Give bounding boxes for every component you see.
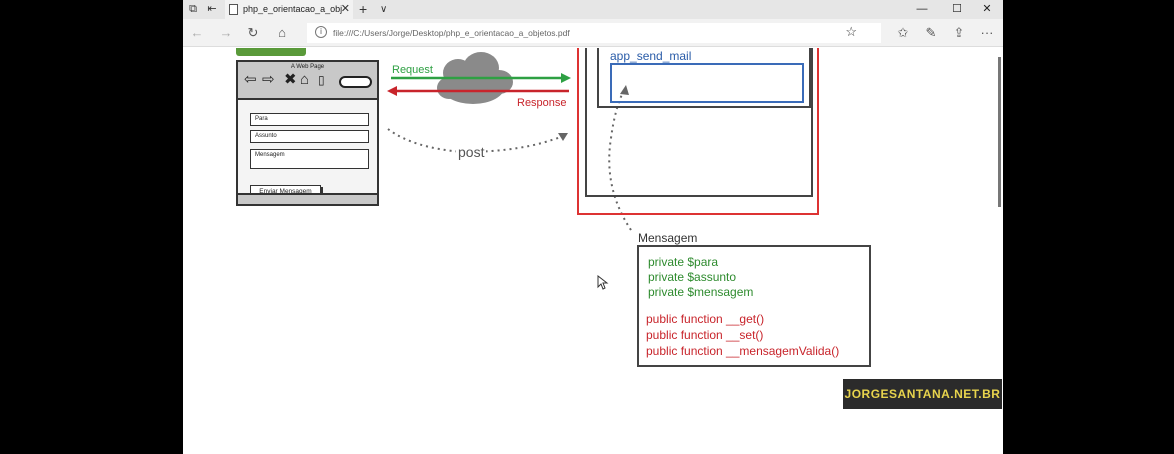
class-box-mensagem: private $para private $assunto private $… — [637, 245, 871, 367]
app-send-mail-box — [610, 63, 804, 103]
refresh-icon[interactable]: ↻ — [247, 25, 259, 40]
request-arrow — [391, 73, 571, 83]
post-label: post — [456, 144, 487, 160]
vertical-scrollbar[interactable] — [998, 57, 1001, 207]
tab-bar: ⧉ ⇤ php_e_orientacao_a_obj ✕ + ∨ — ☐ ✕ — [183, 0, 1003, 19]
diagram-svg — [387, 52, 632, 231]
request-label: Request — [392, 64, 433, 76]
address-bar[interactable]: i file:///C:/Users/Jorge/Desktop/php_e_o… — [307, 23, 881, 43]
watermark-badge: JORGESANTANA.NET.BR — [843, 379, 1002, 409]
mensagem-dotted-arrow — [608, 85, 632, 231]
app-container-box — [597, 48, 811, 108]
info-icon[interactable]: i — [315, 26, 327, 38]
pdf-content: A Web Page ⇦ ⇨ ✖ ⌂ ▯ Para Assunto Mensag… — [183, 48, 1003, 454]
forward-arrow-icon[interactable]: → — [219, 25, 233, 40]
new-tab-button[interactable]: + — [359, 1, 368, 17]
method-mensagem-valida: public function __mensagemValida() — [646, 344, 840, 358]
mock-field-assunto: Assunto — [250, 130, 369, 143]
mouse-cursor-icon — [597, 275, 609, 290]
back-arrow-icon[interactable]: ← — [190, 25, 204, 40]
server-outer-box — [577, 48, 819, 215]
mock-search-icon — [339, 76, 372, 88]
mock-field-para: Para — [250, 113, 369, 126]
tab-list-chevron-icon[interactable]: ∨ — [380, 4, 388, 15]
mock-back-arrow-icon: ⇦ — [244, 71, 257, 88]
set-aside-tabs-icon[interactable]: ⇤ — [207, 3, 217, 15]
mock-document-icon: ▯ — [318, 73, 325, 87]
tab-title: php_e_orientacao_a_obj — [243, 4, 343, 14]
mock-forward-arrow-icon: ⇨ — [262, 71, 275, 88]
attribute-assunto: private $assunto — [648, 270, 737, 284]
method-get: public function __get() — [646, 312, 765, 326]
url-text: file:///C:/Users/Jorge/Desktop/php_e_ori… — [333, 28, 570, 38]
navigation-bar: ← → ↻ ⌂ i file:///C:/Users/Jorge/Desktop… — [183, 19, 1003, 47]
maximize-button[interactable]: ☐ — [952, 3, 962, 15]
notes-pen-icon[interactable]: ✎ — [925, 25, 937, 40]
add-favorite-star-icon[interactable]: ☆ — [845, 24, 857, 39]
mock-stop-icon: ✖ — [284, 71, 297, 88]
mock-field-mensagem: Mensagem — [250, 149, 369, 169]
class-title: Mensagem — [638, 231, 698, 245]
attribute-para: private $para — [648, 255, 719, 269]
mock-status-bar — [238, 193, 377, 204]
method-set: public function __set() — [646, 328, 764, 342]
app-send-mail-label: app_send_mail — [610, 49, 692, 63]
tab-pdf[interactable]: php_e_orientacao_a_obj ✕ — [225, 0, 353, 19]
home-icon[interactable]: ⌂ — [278, 25, 286, 40]
close-window-button[interactable]: ✕ — [982, 3, 992, 15]
edge-browser-window: ⧉ ⇤ php_e_orientacao_a_obj ✕ + ∨ — ☐ ✕ ←… — [183, 0, 1003, 454]
tab-close-icon[interactable]: ✕ — [340, 3, 350, 15]
attribute-mensagem: private $mensagem — [648, 285, 754, 299]
server-inner-box — [585, 48, 813, 197]
response-arrow — [387, 86, 569, 96]
share-icon[interactable]: ⇪ — [953, 25, 965, 40]
more-menu-icon[interactable]: ··· — [980, 25, 994, 40]
mock-browser-toolbar: A Web Page ⇦ ⇨ ✖ ⌂ ▯ — [238, 62, 377, 100]
mock-home-icon: ⌂ — [300, 71, 310, 88]
response-label: Response — [517, 97, 567, 109]
green-tab-shape — [236, 48, 306, 56]
minimize-button[interactable]: — — [916, 3, 928, 15]
mock-web-page: A Web Page ⇦ ⇨ ✖ ⌂ ▯ Para Assunto Mensag… — [236, 60, 379, 206]
mock-page-title: A Web Page — [290, 64, 325, 70]
tab-manager-icon[interactable]: ⧉ — [189, 3, 197, 15]
document-icon — [229, 4, 238, 15]
favorites-icon[interactable]: ✩ — [897, 25, 909, 40]
